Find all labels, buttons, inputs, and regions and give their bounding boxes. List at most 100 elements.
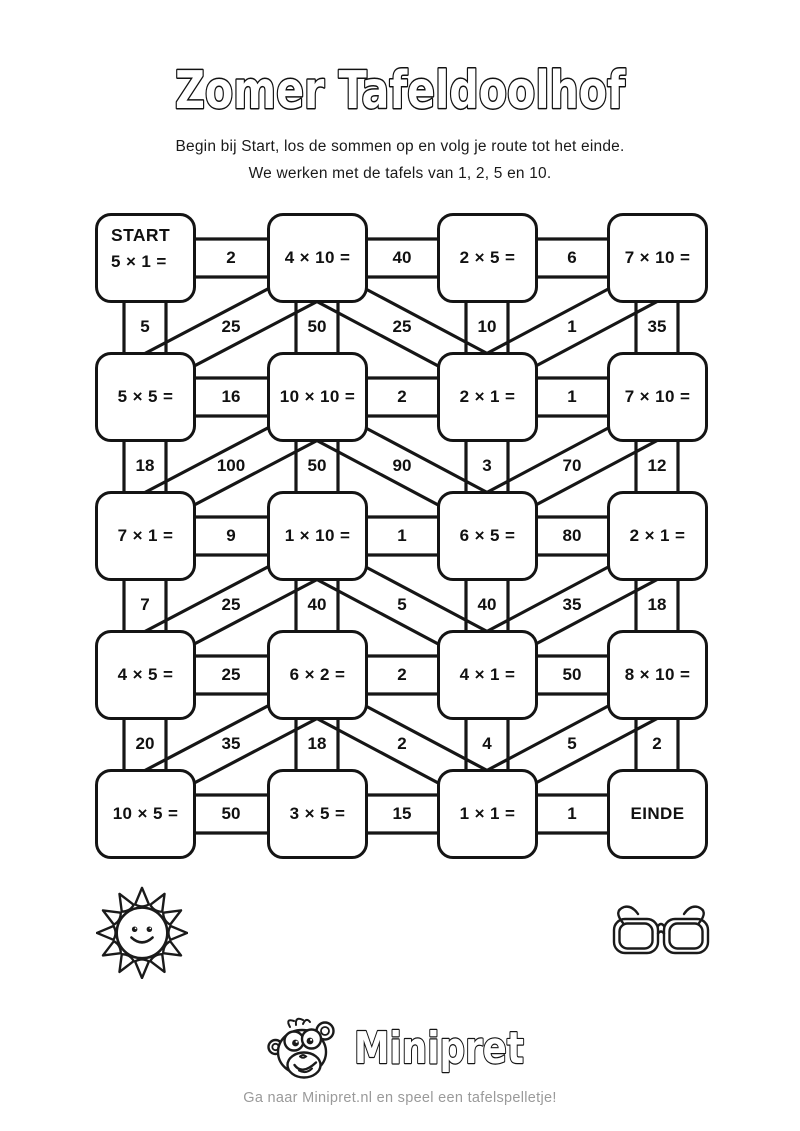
- path-label: 50: [562, 665, 582, 684]
- path-label: 70: [562, 456, 582, 475]
- box-problem: 1 × 10 =: [284, 526, 351, 545]
- box-problem: 10 × 5 =: [112, 804, 179, 823]
- maze-box-r4c1: 4 × 5 =: [95, 630, 196, 720]
- path-label: 90: [392, 456, 412, 475]
- instruction-line-1: Begin bij Start, los de sommen op en vol…: [175, 138, 625, 155]
- path-label: 18: [647, 595, 667, 614]
- monkey-icon: [267, 1017, 335, 1079]
- maze-box-r3c2: 1 × 10 =: [267, 491, 368, 581]
- path-label: 25: [221, 317, 241, 336]
- maze-box-r2c2: 10 × 10 =: [267, 352, 368, 442]
- sun-icon: [95, 885, 189, 984]
- path-label: 40: [307, 595, 327, 614]
- box-problem: 10 × 10 =: [279, 387, 356, 406]
- path-label: 15: [392, 804, 412, 823]
- path-label: 2: [226, 248, 236, 267]
- box-problem: 7 × 10 =: [624, 248, 691, 267]
- path-label: 1: [567, 804, 577, 823]
- box-problem: 6 × 5 =: [459, 526, 516, 545]
- maze-box-r1c3: 2 × 5 =: [437, 213, 538, 303]
- path-label: 2: [397, 387, 407, 406]
- maze-box-r2c3: 2 × 1 =: [437, 352, 538, 442]
- maze-box-r4c3: 4 × 1 =: [437, 630, 538, 720]
- path-label: 100: [216, 456, 246, 475]
- page-title-text: Zomer Tafeldoolhof: [175, 61, 626, 121]
- box-problem: 5 × 5 =: [117, 387, 174, 406]
- box-problem: 4 × 10 =: [284, 248, 351, 267]
- maze-box-r4c4: 8 × 10 =: [607, 630, 708, 720]
- maze-box-r3c3: 6 × 5 =: [437, 491, 538, 581]
- path-label: 40: [477, 595, 497, 614]
- vertical-corridors: [122, 303, 680, 769]
- box-problem: 1 × 1 =: [459, 804, 516, 823]
- path-label: 12: [647, 456, 667, 475]
- horizontal-corridors: [195, 237, 607, 835]
- footer-text: Ga naar Minipret.nl en speel een tafelsp…: [243, 1090, 557, 1106]
- maze-box-r1c2: 4 × 10 =: [267, 213, 368, 303]
- maze-box-r5c4-einde: EINDE: [607, 769, 708, 859]
- diagonal-corridors: [141, 268, 661, 804]
- path-label: 25: [392, 317, 412, 336]
- path-label: 35: [562, 595, 582, 614]
- path-label: 40: [392, 248, 412, 267]
- box-problem: 3 × 5 =: [289, 804, 346, 823]
- path-label: 18: [135, 456, 155, 475]
- path-label: 10: [477, 317, 497, 336]
- box-problem: 2 × 1 =: [629, 526, 686, 545]
- box-problem: 4 × 1 =: [459, 665, 516, 684]
- einde-label: EINDE: [630, 804, 685, 823]
- svg-text:Minipret: Minipret: [354, 1023, 524, 1074]
- maze-box-r2c4: 7 × 10 =: [607, 352, 708, 442]
- path-label: 5: [397, 595, 407, 614]
- instruction-line-2: We werken met de tafels van 1, 2, 5 en 1…: [248, 165, 552, 182]
- path-label: 16: [221, 387, 241, 406]
- instructions: Begin bij Start, los de sommen op en vol…: [0, 133, 800, 187]
- path-label: 6: [567, 248, 577, 267]
- path-label: 7: [140, 595, 150, 614]
- maze-box-r3c1: 7 × 1 =: [95, 491, 196, 581]
- minipret-logo: Minipret: [0, 1012, 800, 1084]
- path-label: 5: [567, 734, 577, 753]
- path-label: 9: [226, 526, 236, 545]
- path-label: 1: [567, 387, 577, 406]
- start-tag: START: [111, 225, 171, 245]
- maze-box-r4c2: 6 × 2 =: [267, 630, 368, 720]
- path-label: 2: [652, 734, 662, 753]
- maze-box-r1c4: 7 × 10 =: [607, 213, 708, 303]
- path-label: 50: [221, 804, 241, 823]
- box-problem: 7 × 1 =: [117, 526, 174, 545]
- path-label: 2: [397, 734, 407, 753]
- path-label: 50: [307, 317, 327, 336]
- box-problem: 7 × 10 =: [624, 387, 691, 406]
- sunglasses-icon: [607, 893, 715, 968]
- box-problem: 2 × 5 =: [459, 248, 516, 267]
- path-label: 18: [307, 734, 327, 753]
- page-title: Zomer Tafeldoolhof: [174, 60, 628, 123]
- path-label: 20: [135, 734, 155, 753]
- box-problem: 2 × 1 =: [459, 387, 516, 406]
- box-problem: 6 × 2 =: [289, 665, 346, 684]
- box-problem: 4 × 5 =: [117, 665, 174, 684]
- path-label: 5: [140, 317, 150, 336]
- maze-box-r5c1: 10 × 5 =: [95, 769, 196, 859]
- path-label: 80: [562, 526, 582, 545]
- path-label: 3: [482, 456, 492, 475]
- path-label: 35: [221, 734, 241, 753]
- path-label: 25: [221, 595, 241, 614]
- path-label: 2: [397, 665, 407, 684]
- maze-box-r2c1: 5 × 5 =: [95, 352, 196, 442]
- maze-box-r1c1-start: START 5 × 1 =: [95, 213, 196, 303]
- path-label: 4: [482, 734, 492, 753]
- path-label: 1: [397, 526, 407, 545]
- maze-box-r5c2: 3 × 5 =: [267, 769, 368, 859]
- minipret-logo-text: Minipret: [353, 1022, 525, 1075]
- path-label: 25: [221, 665, 241, 684]
- box-problem: 8 × 10 =: [624, 665, 691, 684]
- maze-box-r5c3: 1 × 1 =: [437, 769, 538, 859]
- maze-box-r3c4: 2 × 1 =: [607, 491, 708, 581]
- box-problem: 5 × 1 =: [111, 252, 167, 271]
- path-label: 50: [307, 456, 327, 475]
- path-label: 1: [567, 317, 577, 336]
